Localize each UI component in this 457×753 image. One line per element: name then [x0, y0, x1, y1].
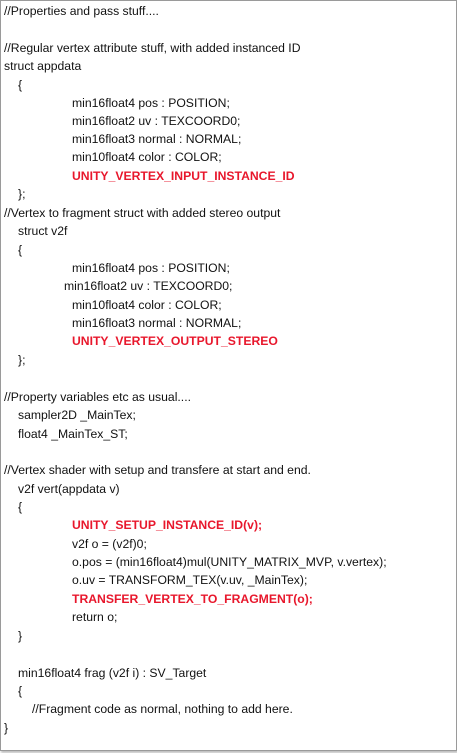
- comment-line: //Properties and pass stuff....: [4, 4, 159, 18]
- macro-line: UNITY_SETUP_INSTANCE_ID(v);: [72, 518, 263, 532]
- code-line: {: [18, 500, 23, 514]
- code-line: };: [18, 187, 26, 201]
- code-line: min16float4 pos : POSITION;: [72, 261, 230, 275]
- code-line: o.pos = (min16float4)mul(UNITY_MATRIX_MV…: [72, 555, 387, 569]
- macro-line: TRANSFER_VERTEX_TO_FRAGMENT(o);: [72, 592, 313, 606]
- code-line: };: [18, 353, 26, 367]
- macro-line: UNITY_VERTEX_INPUT_INSTANCE_ID: [72, 169, 295, 183]
- comment-line: //Vertex shader with setup and transfere…: [4, 463, 311, 477]
- code-line: struct appdata: [4, 59, 82, 73]
- comment-line: //Vertex to fragment struct with added s…: [4, 206, 281, 220]
- code-line: float4 _MainTex_ST;: [18, 427, 128, 441]
- comment-line: //Regular vertex attribute stuff, with a…: [4, 41, 301, 55]
- comment-line: //Fragment code as normal, nothing to ad…: [32, 702, 293, 716]
- code-line: v2f o = (v2f)0;: [72, 537, 147, 551]
- code-line: sampler2D _MainTex;: [18, 408, 136, 422]
- code-line: {: [18, 684, 23, 698]
- code-line: }: [18, 629, 23, 643]
- code-line: struct v2f: [18, 224, 68, 238]
- code-line: min16float2 uv : TEXCOORD0;: [72, 114, 241, 128]
- code-line: v2f vert(appdata v): [18, 482, 120, 496]
- macro-line: UNITY_VERTEX_OUTPUT_STEREO: [72, 334, 278, 348]
- code-line: return o;: [72, 610, 118, 624]
- code-line: min16float3 normal : NORMAL;: [72, 132, 242, 146]
- code-line: {: [18, 78, 23, 92]
- code-line: {: [18, 243, 23, 257]
- comment-line: //Property variables etc as usual....: [4, 390, 191, 404]
- code-line: min16float2 uv : TEXCOORD0;: [64, 279, 233, 293]
- code-line: min10float4 color : COLOR;: [72, 298, 222, 312]
- code-line: min10float4 color : COLOR;: [72, 150, 222, 164]
- code-line: }: [4, 721, 9, 735]
- code-line: min16float4 pos : POSITION;: [72, 96, 230, 110]
- code-line: min16float4 frag (v2f i) : SV_Target: [18, 666, 207, 680]
- code-line: o.uv = TRANSFORM_TEX(v.uv, _MainTex);: [72, 573, 308, 587]
- code-line: min16float3 normal : NORMAL;: [72, 316, 242, 330]
